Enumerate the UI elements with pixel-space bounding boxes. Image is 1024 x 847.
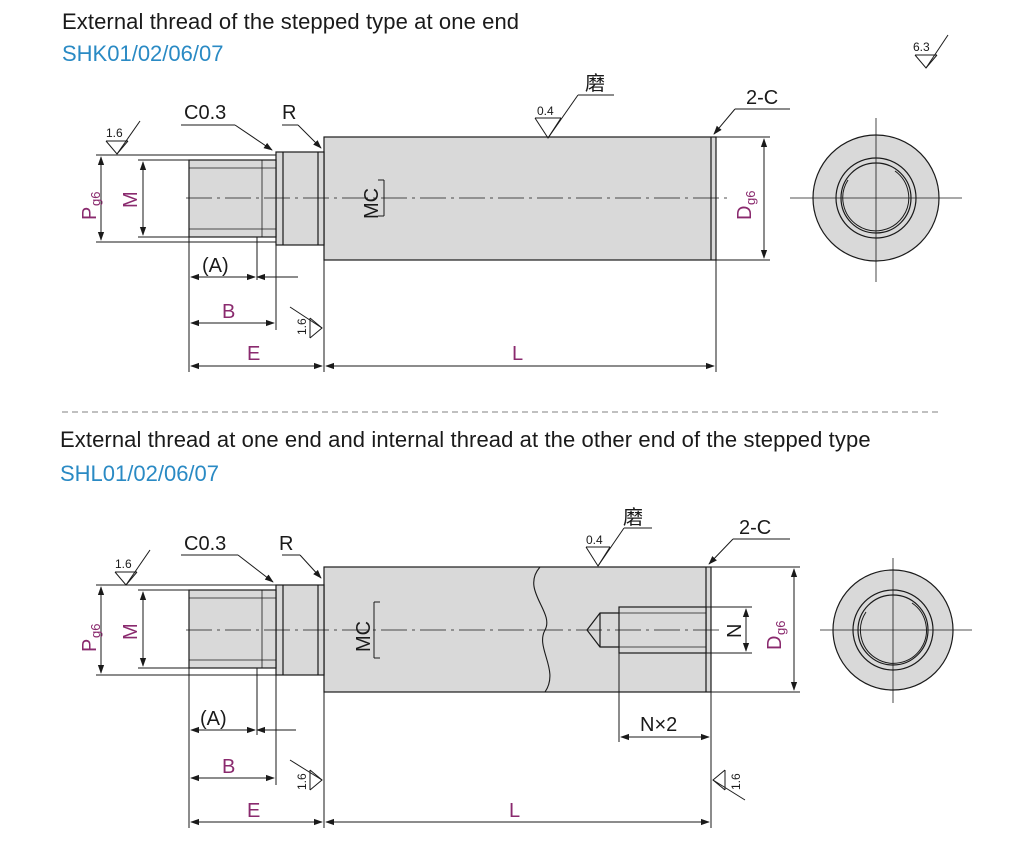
shl-finish-16b: 1.6 bbox=[295, 773, 309, 790]
shl-r-label: R bbox=[279, 533, 293, 555]
shk-finish-63: 6.3 bbox=[913, 40, 930, 54]
shk-d-subscript: g6 bbox=[743, 191, 758, 205]
shk-e-label: E bbox=[247, 343, 260, 365]
model-codes-shl: SHL01/02/06/07 bbox=[60, 461, 220, 486]
shl-l-label: L bbox=[509, 800, 520, 822]
section-title-shl: External thread at one end and internal … bbox=[60, 427, 871, 452]
shl-chamfer-label: 2-C bbox=[739, 517, 771, 539]
shl-labels: C0.3 R 磨 0.4 1.6 2-C (A) B E L N×2 1.6 1… bbox=[79, 506, 788, 822]
shk-b-label: B bbox=[222, 301, 235, 323]
shl-a-label: (A) bbox=[200, 708, 227, 730]
shl-b-label: B bbox=[222, 756, 235, 778]
shl-m-label: M bbox=[120, 623, 142, 640]
shl-finish-16a: 1.6 bbox=[115, 557, 132, 571]
shl-end-view bbox=[820, 558, 972, 703]
shk-mc-label: MC bbox=[361, 188, 383, 219]
shk-m-label: M bbox=[120, 191, 142, 208]
shk-side-view bbox=[186, 136, 728, 261]
shl-mc-label: MC bbox=[353, 621, 375, 652]
shk-finish-16b: 1.6 bbox=[295, 318, 309, 335]
shl-dimension-lines bbox=[96, 527, 800, 828]
shk-neck bbox=[275, 151, 325, 246]
shl-p-label: P bbox=[79, 639, 101, 652]
shl-n-label: N bbox=[724, 624, 746, 638]
shk-dimension-lines bbox=[96, 34, 949, 372]
shl-kanji-label: 磨 bbox=[623, 506, 643, 529]
shk-a-label: (A) bbox=[202, 255, 229, 277]
shk-c03-label: C0.3 bbox=[184, 102, 226, 124]
section-title-shk: External thread of the stepped type at o… bbox=[62, 9, 520, 34]
shl-p-subscript: g6 bbox=[88, 624, 103, 638]
shk-finish-16a: 1.6 bbox=[106, 126, 123, 140]
shk-l-label: L bbox=[512, 343, 523, 365]
model-codes-shk: SHK01/02/06/07 bbox=[62, 41, 224, 66]
shk-labels: C0.3 R 磨 0.4 1.6 6.3 2-C (A) B E L 1.6 P… bbox=[79, 40, 930, 365]
shk-p-label: P bbox=[79, 207, 101, 220]
shl-finish-04: 0.4 bbox=[586, 533, 603, 547]
shl-d-subscript: g6 bbox=[773, 621, 788, 635]
shl-finish-16c: 1.6 bbox=[729, 773, 743, 790]
shk-r-label: R bbox=[282, 102, 296, 124]
shk-thread bbox=[188, 159, 277, 238]
shl-nx2-label: N×2 bbox=[640, 714, 677, 736]
shk-end-view bbox=[790, 118, 962, 282]
shk-kanji-label: 磨 bbox=[585, 72, 605, 95]
shl-side-view bbox=[186, 566, 720, 693]
shk-d-label: D bbox=[734, 206, 756, 220]
shl-d-label: D bbox=[764, 636, 786, 650]
shk-p-subscript: g6 bbox=[88, 192, 103, 206]
shl-thread bbox=[188, 589, 277, 669]
shk-main-body bbox=[323, 136, 717, 261]
shl-e-label: E bbox=[247, 800, 260, 822]
shk-finish-04: 0.4 bbox=[537, 104, 554, 118]
shl-c03-label: C0.3 bbox=[184, 533, 226, 555]
shk-chamfer-label: 2-C bbox=[746, 87, 778, 109]
